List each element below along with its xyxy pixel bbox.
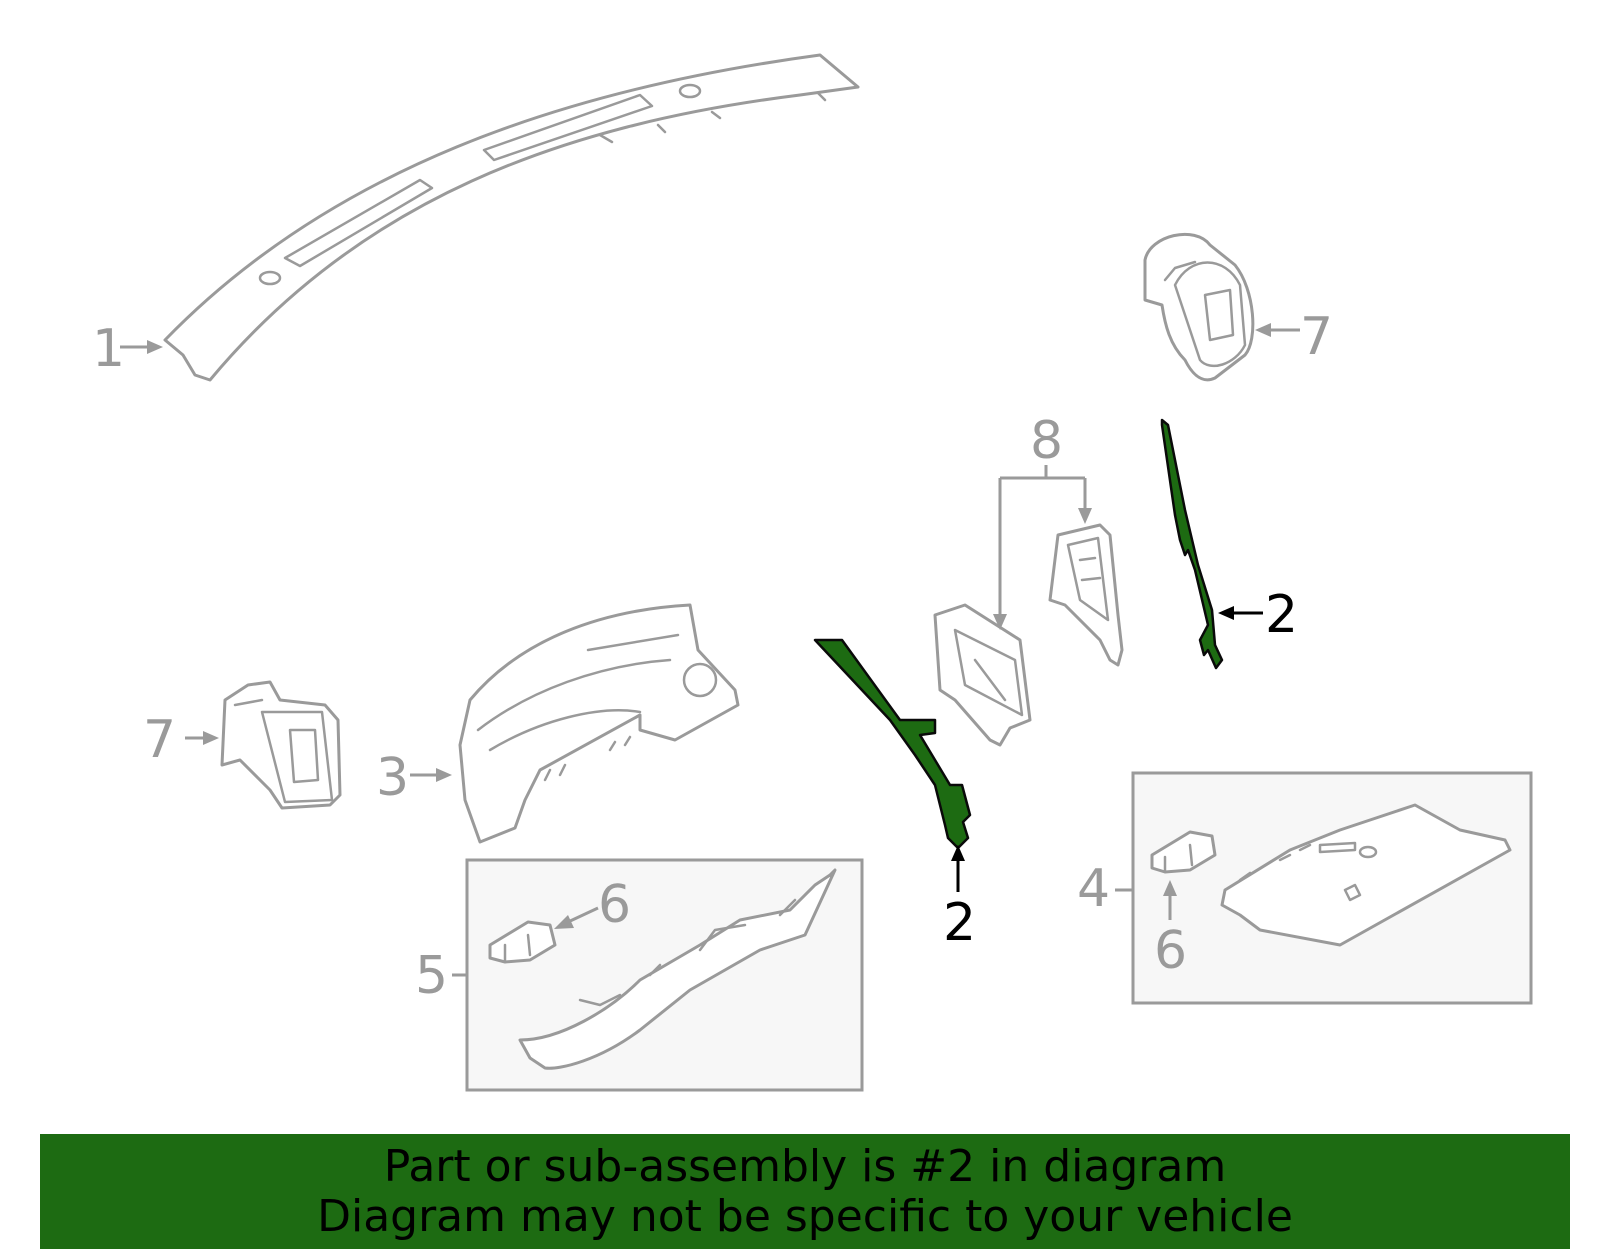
part-3-cluster-bezel[interactable] [458, 603, 740, 844]
part-8-vent-lower[interactable] [933, 603, 1032, 747]
box-5 [465, 858, 864, 1092]
callout-2-lower: 2 [943, 893, 976, 953]
callout-6-left: 6 [598, 875, 631, 935]
part-8-vent-upper[interactable] [1048, 523, 1124, 667]
part-7-air-vent-left[interactable] [220, 680, 342, 810]
part-6-clip-right [1150, 830, 1217, 874]
part-2-trim-lower[interactable] [813, 638, 972, 850]
callout-5: 5 [415, 946, 448, 1006]
banner-line-2: Diagram may not be specific to your vehi… [317, 1191, 1293, 1242]
callout-2-upper: 2 [1265, 585, 1298, 645]
leader-lines [120, 323, 1300, 977]
callout-6-right: 6 [1154, 921, 1187, 981]
part-2-trim-upper[interactable] [1160, 418, 1224, 670]
part-4-panel [1220, 803, 1512, 947]
callout-1: 1 [92, 319, 125, 379]
callout-8: 8 [1030, 411, 1063, 471]
callout-4: 4 [1077, 859, 1110, 919]
banner-line-1: Part or sub-assembly is #2 in diagram [383, 1141, 1227, 1192]
part-7-air-vent-right[interactable] [1143, 232, 1255, 382]
callout-7-left: 7 [143, 710, 176, 770]
info-banner: Part or sub-assembly is #2 in diagram Di… [40, 1134, 1570, 1249]
box-4 [1131, 771, 1533, 1005]
part-1-dash-panel[interactable] [163, 53, 860, 382]
callout-7-top: 7 [1300, 307, 1333, 367]
part-5-bracket [518, 868, 837, 1070]
callout-3: 3 [376, 748, 409, 808]
